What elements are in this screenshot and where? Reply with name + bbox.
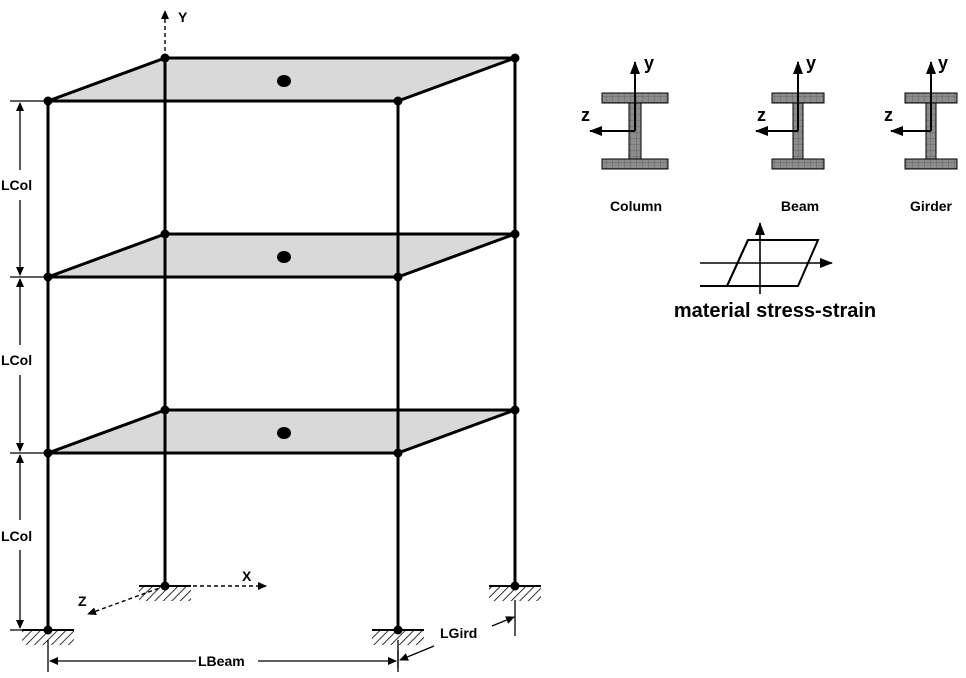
mass-center-icon (277, 75, 291, 87)
fixed-supports (22, 585, 541, 645)
material-caption: material stress-strain (674, 300, 876, 322)
girder-dimension (397, 600, 516, 668)
support-icon (139, 585, 191, 601)
node-icon (510, 53, 520, 63)
node-icon (43, 448, 53, 458)
section-girder: y z Girder (884, 53, 958, 214)
section-column: y z Column (581, 53, 669, 214)
node-icon (510, 229, 520, 239)
support-icon (489, 585, 541, 601)
x-axis-label: X (242, 568, 252, 584)
section-name-label: Column (610, 198, 662, 214)
node-icon (160, 405, 170, 415)
column-length-label: LCol (1, 528, 32, 544)
column-length-label: LCol (1, 352, 32, 368)
section-y-label: y (806, 53, 816, 73)
section-beam: y z Beam (755, 53, 825, 214)
node-icon (43, 96, 53, 106)
section-z-label: z (581, 105, 590, 125)
section-z-label: z (757, 105, 766, 125)
section-y-label: y (644, 53, 654, 73)
column-dimensions (10, 100, 46, 631)
node-icon (393, 272, 403, 282)
girder-length-label: LGird (440, 625, 477, 641)
support-icon (372, 629, 424, 645)
section-name-label: Beam (781, 198, 819, 214)
node-icon (510, 405, 520, 415)
mass-center-icon (277, 251, 291, 263)
node-icon (393, 448, 403, 458)
node-icon (160, 229, 170, 239)
section-z-label: z (884, 105, 893, 125)
column-length-label: LCol (1, 177, 32, 193)
node-icon (393, 96, 403, 106)
node-icon (43, 272, 53, 282)
global-axes: Y X Z (78, 9, 267, 616)
mass-center-icon (277, 427, 291, 439)
stress-strain-icon (700, 222, 833, 294)
section-y-label: y (938, 53, 948, 73)
columns (46, 58, 517, 630)
y-axis-label: Y (178, 9, 188, 25)
section-name-label: Girder (910, 198, 953, 214)
z-axis-label: Z (78, 593, 87, 609)
mass-centers (277, 75, 291, 439)
nodes (43, 53, 520, 635)
beam-length-label: LBeam (198, 653, 245, 669)
